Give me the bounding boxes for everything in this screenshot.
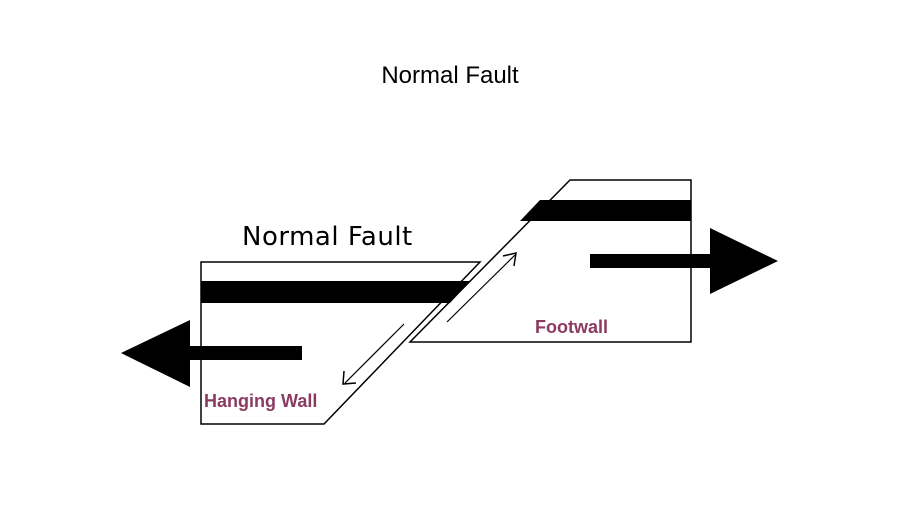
down-slip-arrow-shaft (344, 323, 405, 384)
right-extension-arrow-icon (590, 228, 778, 294)
footwall-label: Footwall (535, 317, 608, 337)
down-slip-arrow-head (342, 370, 357, 385)
left-extension-arrow-icon (121, 320, 302, 387)
hanging-wall-label: Hanging Wall (204, 391, 317, 411)
footwall-stratum (520, 200, 691, 221)
hanging-wall-stratum (201, 281, 470, 303)
up-slip-arrow-shaft (446, 254, 516, 323)
diagram-heading: Normal Fault (242, 222, 413, 252)
up-slip-arrow-head (502, 252, 517, 267)
slide-title: Normal Fault (381, 62, 519, 89)
